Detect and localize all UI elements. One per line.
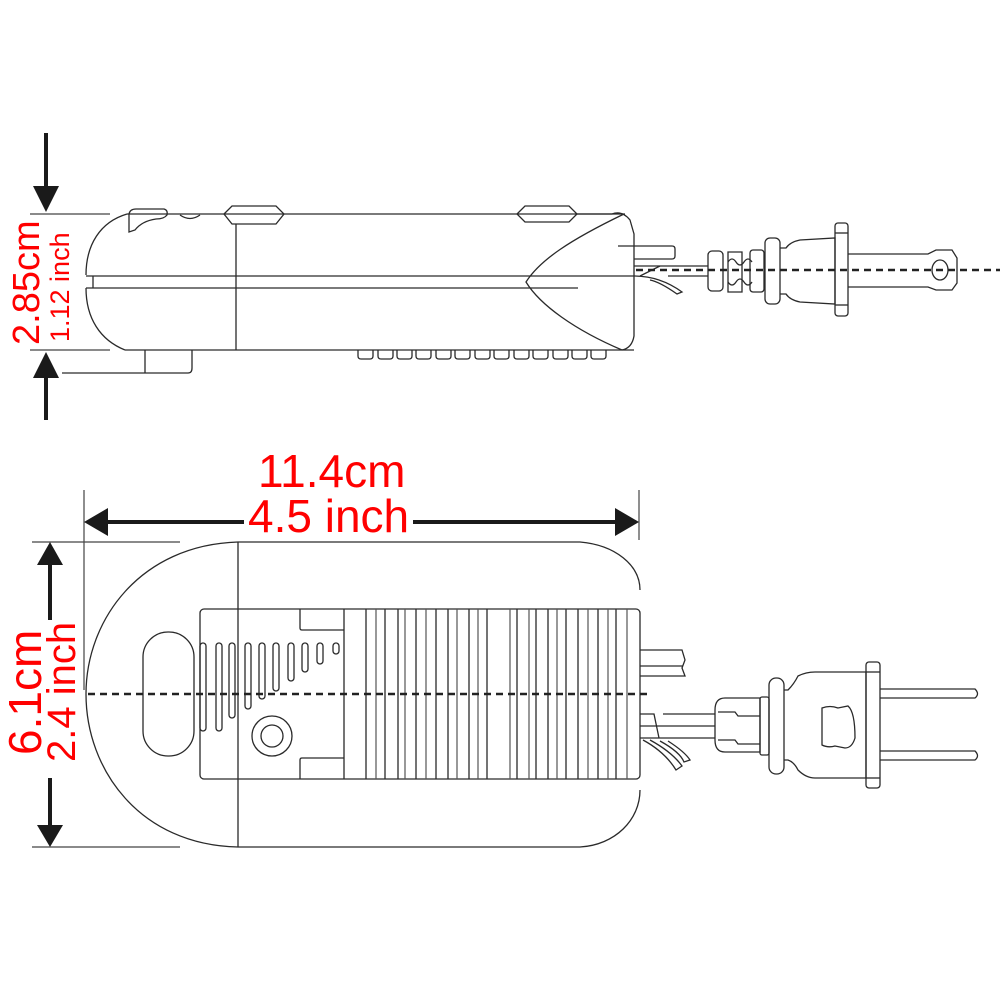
rear-cap-edge xyxy=(577,212,635,351)
arrow-up-icon xyxy=(33,352,59,378)
plug-top-view xyxy=(714,661,979,789)
cord-wire xyxy=(668,265,708,277)
body-front-curve-bottom xyxy=(85,287,126,351)
arrow-right-icon xyxy=(615,508,639,536)
cord-stub-upper xyxy=(640,649,686,677)
width-inch-label: 2.4 inch xyxy=(40,621,84,762)
foot-outline xyxy=(62,350,193,374)
body-front-outline xyxy=(85,541,641,848)
bottom-ribs xyxy=(357,350,607,360)
arrow-left-icon xyxy=(84,508,108,536)
side-view xyxy=(30,133,1000,420)
arrow-down-icon xyxy=(37,825,63,847)
length-cm-label: 11.4cm xyxy=(258,445,406,497)
body-front-curve-top xyxy=(85,213,128,276)
top-button-left xyxy=(128,208,168,233)
cord-lower xyxy=(633,265,684,295)
height-inch-label: 1.12 inch xyxy=(45,232,75,342)
cord-lower-wire xyxy=(594,0,715,738)
knob-outer xyxy=(251,715,293,757)
length-inch-label: 4.5 inch xyxy=(244,493,414,539)
arrow-up-icon xyxy=(37,542,63,565)
cord-upper-stub xyxy=(634,245,676,260)
top-notch xyxy=(179,214,201,220)
height-cm-label: 2.85cm xyxy=(6,220,48,345)
vent-slots xyxy=(199,642,340,732)
top-view xyxy=(32,0,979,848)
knob-inner xyxy=(260,724,284,748)
panel-notch-bottom xyxy=(299,757,344,779)
arrow-down-icon xyxy=(33,186,59,212)
rear-cap-chevron xyxy=(525,213,625,351)
top-slider-button xyxy=(223,205,285,225)
slider-ribs xyxy=(365,609,628,779)
panel-notch-top xyxy=(299,609,344,631)
cord-lower-curl xyxy=(642,713,715,771)
body-top-outline xyxy=(238,541,641,591)
